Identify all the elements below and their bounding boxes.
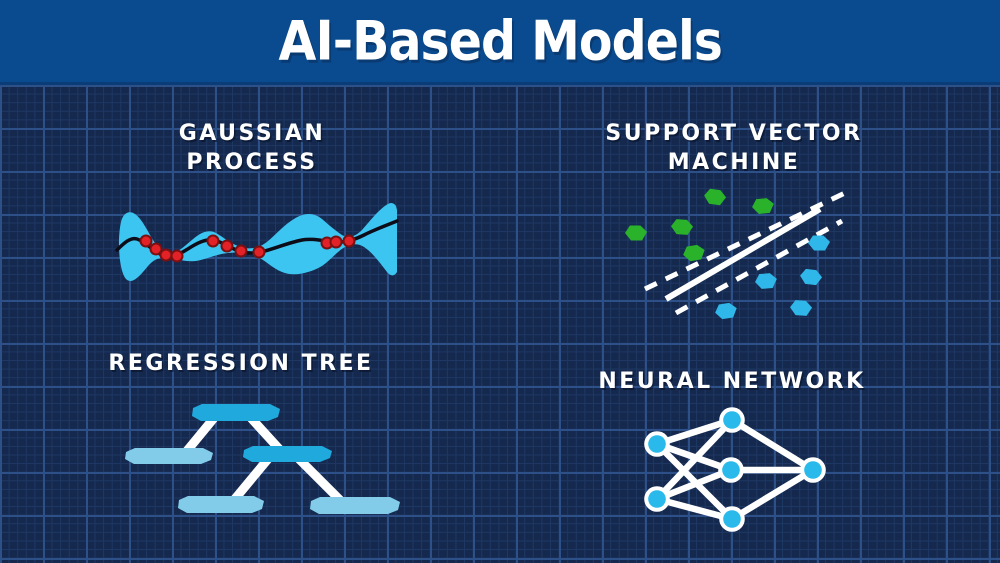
gp-data-point <box>206 234 220 248</box>
gaussian-process-title: GAUSSIAN PROCESS <box>179 119 326 177</box>
nn-edge <box>653 416 736 503</box>
svm-title-line1: SUPPORT VECTOR <box>605 121 863 146</box>
gp-data-point <box>342 234 356 248</box>
tree-node-dark <box>192 404 280 421</box>
nn-edge <box>653 495 736 523</box>
tree-node-light <box>178 496 264 513</box>
gp-data-point <box>170 249 184 263</box>
svm-title: SUPPORT VECTOR MACHINE <box>605 119 862 177</box>
svm-class-b-point <box>715 302 737 320</box>
svm-title-line2: MACHINE <box>667 150 801 175</box>
nn-node <box>723 510 741 528</box>
nn-edge <box>728 466 817 523</box>
gp-data-point <box>149 242 163 256</box>
nn-edge <box>653 416 736 448</box>
gaussian-process-title-line1: GAUSSIAN <box>178 121 326 146</box>
svm-decision-boundary <box>664 206 822 302</box>
svm-figure <box>625 188 847 320</box>
svm-class-a-point <box>671 219 694 235</box>
svm-class-a-point <box>683 244 705 262</box>
gp-data-point <box>329 235 343 249</box>
blueprint-grid-background <box>0 85 1000 563</box>
regression-tree-figure <box>125 404 400 514</box>
page-title: AI-Based Models <box>278 9 722 73</box>
nn-node <box>648 490 666 508</box>
nn-edge <box>653 466 735 503</box>
gp-data-point <box>139 234 153 248</box>
gp-uncertainty-band <box>118 202 397 281</box>
gaussian-process-figure <box>115 202 399 281</box>
tree-node-light <box>310 497 400 514</box>
svm-class-a-point <box>625 225 647 241</box>
svm-margin-line <box>674 218 844 316</box>
nn-node <box>804 461 822 479</box>
svm-class-b-point <box>800 268 823 286</box>
tree-node-dark <box>243 446 332 462</box>
gp-data-point <box>234 244 248 258</box>
gp-data-point <box>220 239 234 253</box>
svm-class-b-point <box>808 235 830 251</box>
tree-edge <box>230 456 272 503</box>
nn-node <box>648 435 666 453</box>
header-banner: AI-Based Models <box>0 0 1000 85</box>
neural-network-figure <box>644 407 826 532</box>
tree-node-light <box>125 448 213 464</box>
gaussian-process-title-line2: PROCESS <box>186 150 318 175</box>
tree-edge <box>295 455 344 504</box>
neural-network-title: NEURAL NETWORK <box>598 369 866 394</box>
nn-edge <box>728 416 817 474</box>
svm-class-a-point <box>704 188 727 206</box>
svm-class-b-point <box>790 300 813 316</box>
gp-data-point <box>159 248 173 262</box>
svm-class-b-point <box>755 273 777 289</box>
tree-edge <box>182 415 218 455</box>
nn-node <box>723 411 741 429</box>
svm-class-a-point <box>752 198 774 214</box>
svm-margin-line <box>643 190 847 292</box>
gp-data-point <box>252 245 266 259</box>
nn-node <box>722 461 740 479</box>
regression-tree-title: REGRESSION TREE <box>108 351 374 376</box>
